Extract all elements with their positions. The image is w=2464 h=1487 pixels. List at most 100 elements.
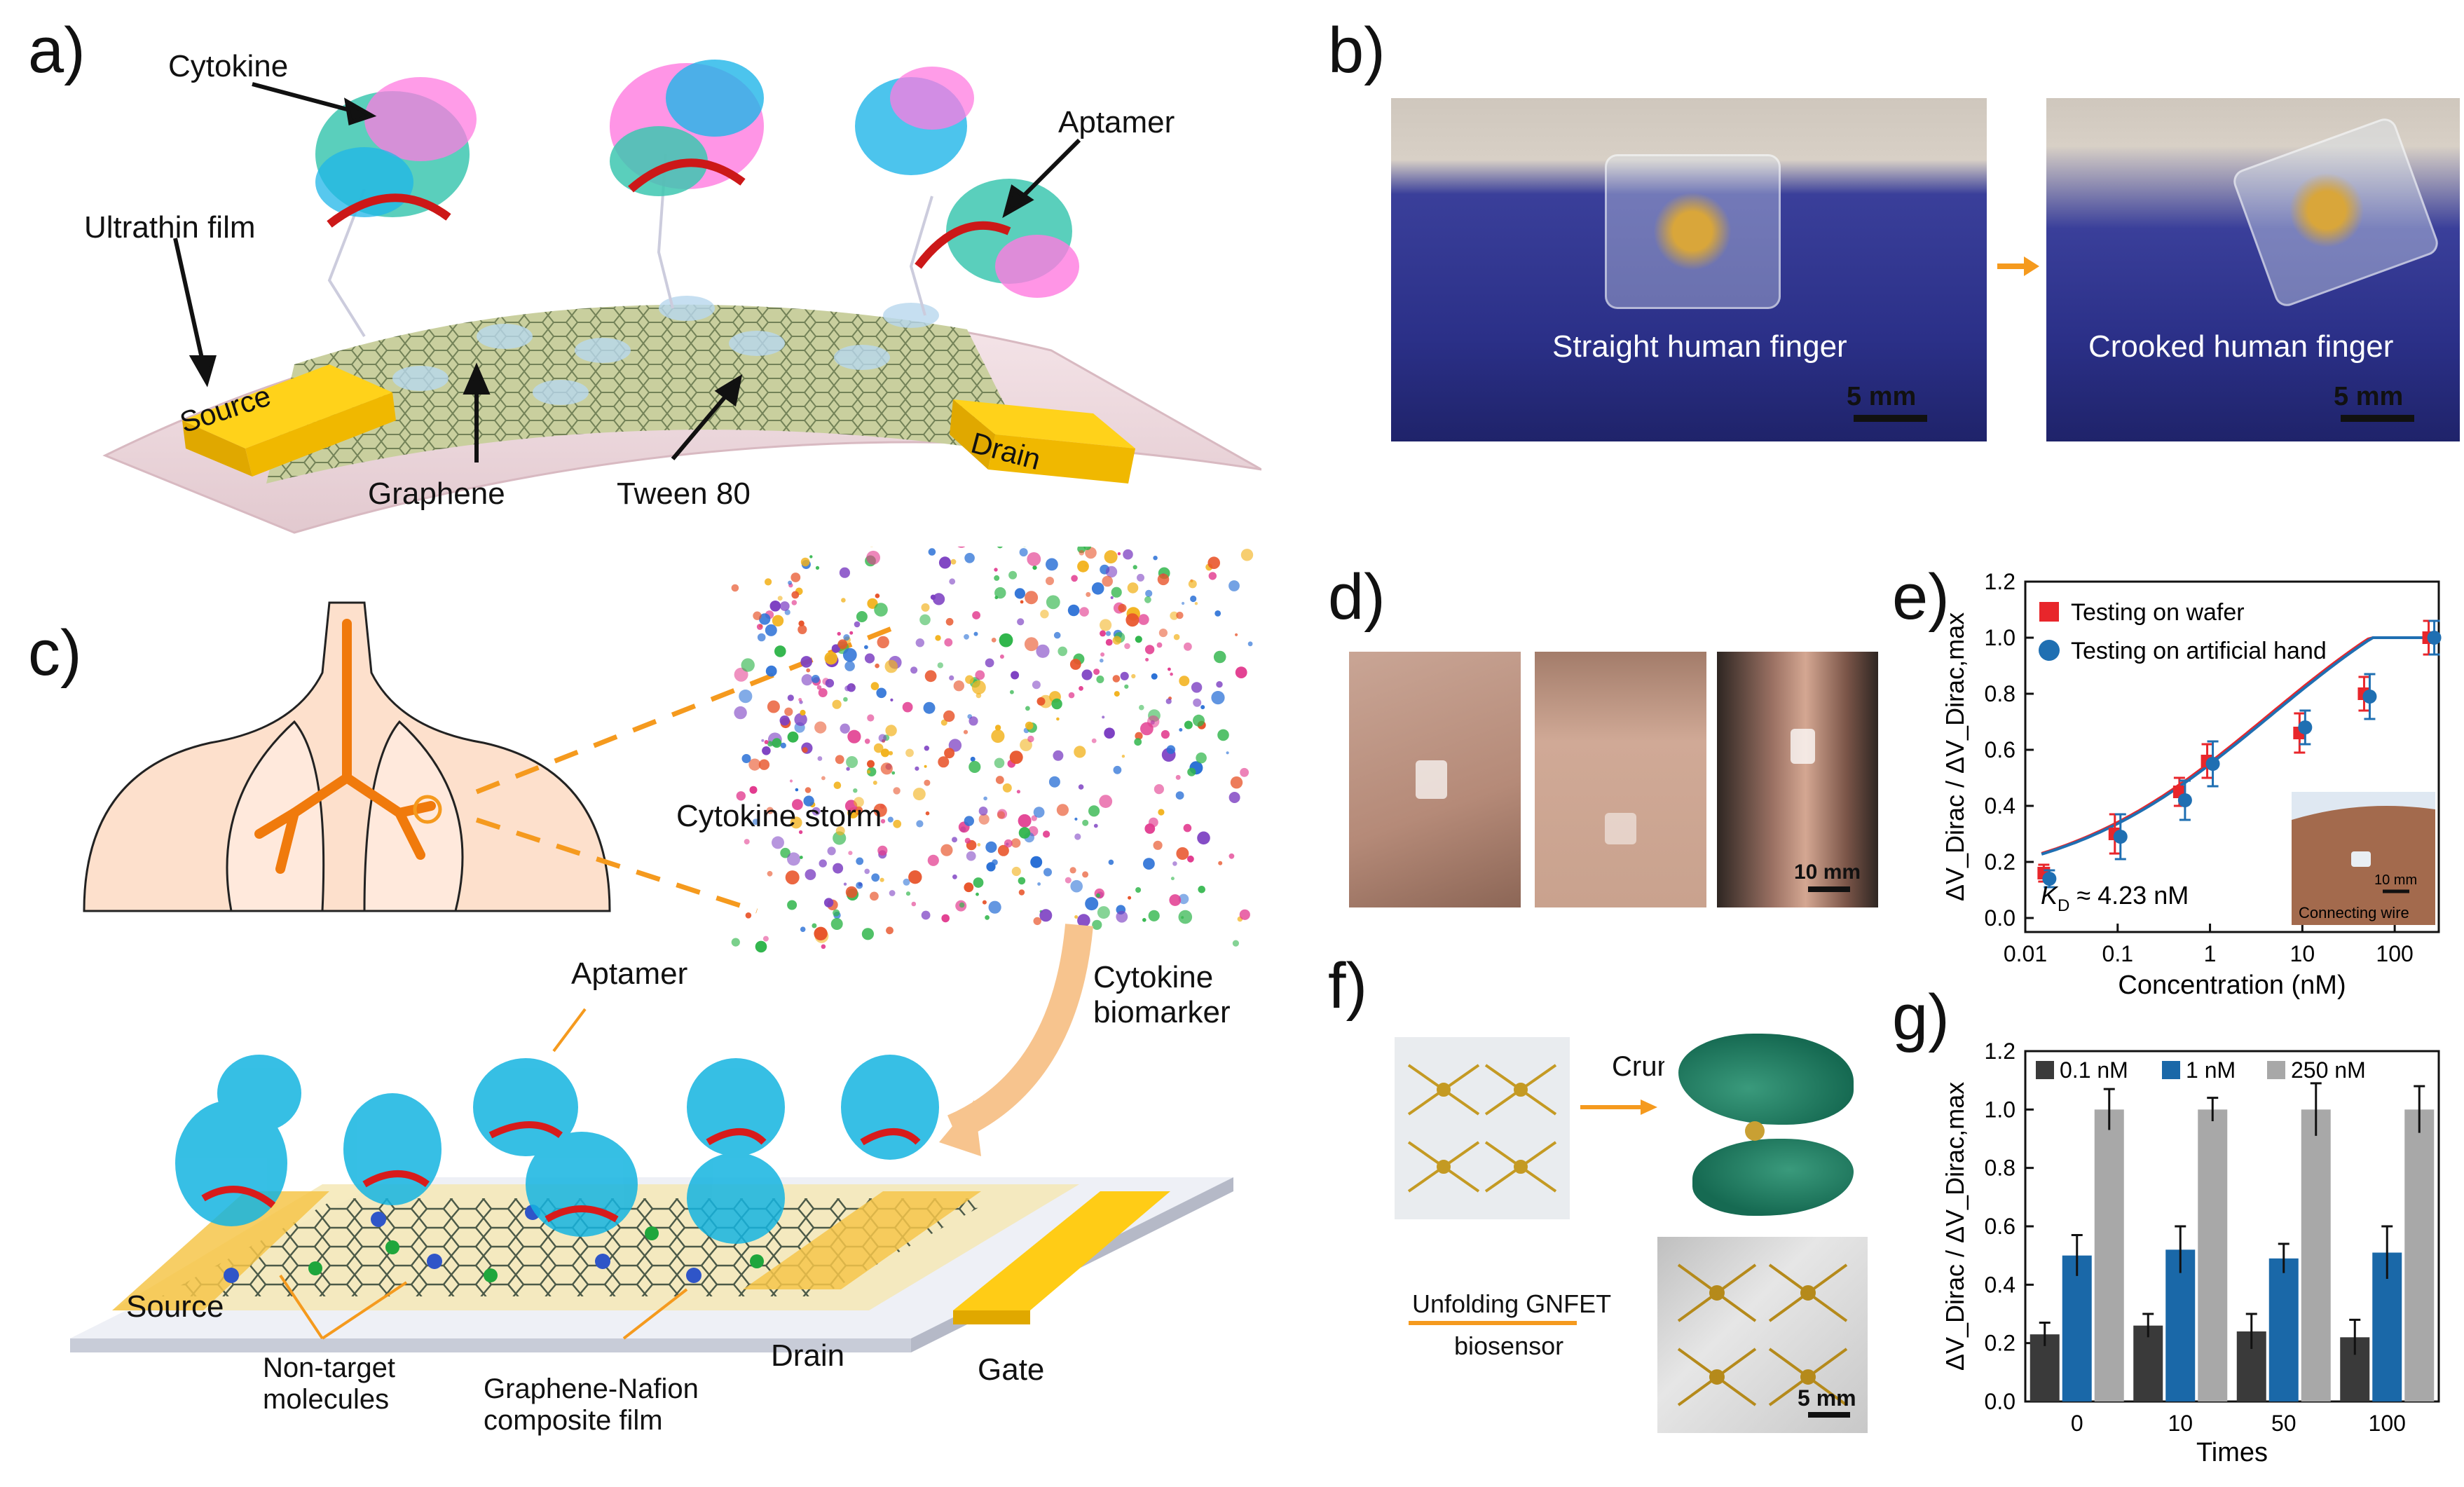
plot-frame — [2024, 580, 2440, 933]
arrow-right-icon — [1997, 256, 2039, 276]
x-tick-label: 0 — [2071, 1411, 2083, 1436]
scale-text: 5 mm — [1847, 382, 1917, 411]
caption-straight: Straight human finger — [1552, 329, 1847, 364]
data-point-hand — [2298, 720, 2313, 734]
legend-marker — [2039, 602, 2059, 622]
bar — [2062, 1255, 2092, 1402]
arrow-unfold — [1409, 1321, 1577, 1325]
y-tick-label: 0.4 — [1985, 1272, 2015, 1297]
label-graphene: Graphene — [368, 477, 505, 511]
legend-label: Testing on wafer — [2071, 599, 2245, 626]
scale-bar — [2341, 415, 2414, 422]
scale-bar — [1808, 1412, 1850, 1418]
panel-a-illustration — [102, 60, 1261, 534]
y-tick-label: 0.6 — [1985, 737, 2015, 762]
label-cytokine-storm: Cytokine storm — [676, 799, 882, 833]
label-biomarker-line2: biomarker — [1093, 995, 1231, 1029]
photo-sensor-array — [1395, 1037, 1570, 1219]
label-ultrathin-film: Ultrathin film — [84, 210, 256, 245]
label-aptamer-c: Aptamer — [571, 957, 688, 991]
panel-label-f: f) — [1328, 950, 1368, 1022]
legend-label: 1 nM — [2186, 1057, 2236, 1083]
bar — [2133, 1325, 2163, 1402]
legend-marker — [2039, 640, 2060, 661]
panel-label-c: c) — [28, 617, 82, 689]
electrode-array-icon — [1677, 1263, 1848, 1406]
sensor-electrodes — [1650, 182, 1734, 280]
label-nontarget-line1: Non-target — [263, 1352, 395, 1383]
label-unfolding-line1: Unfolding GNFET — [1412, 1289, 1612, 1318]
x-tick-label: 10 — [2168, 1411, 2193, 1436]
label-composite-line1: Graphene-Nafion — [484, 1373, 699, 1404]
y-tick-label: 0.6 — [1985, 1214, 2015, 1239]
data-point-hand — [2113, 830, 2128, 844]
bar — [2268, 1258, 2299, 1402]
panel-label-a: a) — [28, 15, 85, 86]
bar — [2198, 1109, 2228, 1402]
x-tick-label: 100 — [2376, 941, 2413, 966]
y-axis-label: ΔV_Dirac / ΔV_Dirac,max — [1941, 612, 1969, 901]
y-tick-label: 1.2 — [1985, 1039, 2015, 1064]
sensor-film — [1605, 154, 1781, 309]
cytokine-storm-particles — [731, 547, 1254, 953]
arrow-right-icon — [1580, 1099, 1657, 1115]
label-biomarker-line1: Cytokine — [1093, 960, 1214, 994]
scale-text: 5 mm — [2334, 382, 2404, 411]
label-drain-c: Drain — [771, 1338, 845, 1373]
photo-crumpled-gloves — [1664, 1020, 1868, 1230]
data-point-hand — [2042, 872, 2057, 886]
y-tick-label: 0.0 — [1985, 1389, 2015, 1414]
scale-text: 5 mm — [1798, 1385, 1856, 1411]
photo-straight-finger: Straight human finger 5 mm — [1391, 98, 1987, 441]
bar — [2165, 1249, 2196, 1402]
legend-swatch — [2267, 1061, 2285, 1079]
inset-scale-text: 10 mm — [2374, 872, 2417, 888]
label-nontarget-line2: molecules — [263, 1384, 390, 1415]
bar — [2094, 1109, 2124, 1402]
legend-label: 0.1 nM — [2060, 1057, 2128, 1083]
y-tick-label: 0.2 — [1985, 1331, 2015, 1356]
fit-curve-1 — [2041, 636, 2432, 856]
photo-hand-back — [1349, 652, 1521, 907]
y-tick-label: 1.0 — [1985, 1097, 2015, 1122]
x-tick-label: 1 — [2204, 941, 2217, 966]
photo-unfolded-sensor: 5 mm — [1657, 1237, 1868, 1433]
panel-label-b: b) — [1328, 15, 1385, 86]
label-source-c: Source — [126, 1289, 224, 1324]
x-tick-label: 0.1 — [2102, 941, 2133, 966]
y-tick-label: 1.2 — [1985, 569, 2015, 594]
kd-annotation: KD ≈ 4.23 nM — [2041, 881, 2189, 915]
x-axis-label: Concentration (nM) — [2118, 971, 2346, 1000]
data-point-hand — [2177, 793, 2192, 807]
inset-photo: 10 mm Connecting wire — [2292, 792, 2435, 925]
legend-label: 250 nM — [2291, 1057, 2366, 1083]
bar — [2301, 1109, 2331, 1402]
x-tick-label: 50 — [2271, 1411, 2297, 1436]
legend-swatch — [2162, 1061, 2180, 1079]
photo-crooked-finger: Crooked human finger 5 mm — [2046, 98, 2460, 441]
panel-c-illustration — [70, 547, 1254, 1352]
y-tick-label: 0.0 — [1985, 905, 2015, 931]
label-composite-line2: composite film — [484, 1405, 663, 1436]
inset-label: Connecting wire — [2299, 904, 2409, 921]
x-tick-label: 0.01 — [2004, 941, 2047, 966]
x-tick-label: 100 — [2369, 1411, 2406, 1436]
scale-text: 10 mm — [1794, 861, 1861, 884]
photo-finger: 10 mm — [1717, 652, 1878, 907]
panel-label-e: e) — [1892, 561, 1950, 633]
scale-bar — [1808, 886, 1850, 892]
data-point-hand — [2205, 757, 2220, 771]
label-gate-c: Gate — [978, 1352, 1045, 1387]
y-tick-label: 0.2 — [1985, 849, 2015, 875]
y-tick-label: 0.8 — [1985, 1156, 2015, 1181]
panel-label-g: g) — [1892, 982, 1950, 1053]
x-tick-label: 10 — [2290, 941, 2315, 966]
label-cytokine: Cytokine — [168, 49, 289, 83]
label-unfolding-line2: biosensor — [1454, 1331, 1564, 1360]
y-tick-label: 0.4 — [1985, 793, 2015, 818]
x-axis-label: Times — [2196, 1438, 2268, 1467]
data-point-hand — [2427, 631, 2442, 645]
legend-swatch — [2036, 1061, 2054, 1079]
